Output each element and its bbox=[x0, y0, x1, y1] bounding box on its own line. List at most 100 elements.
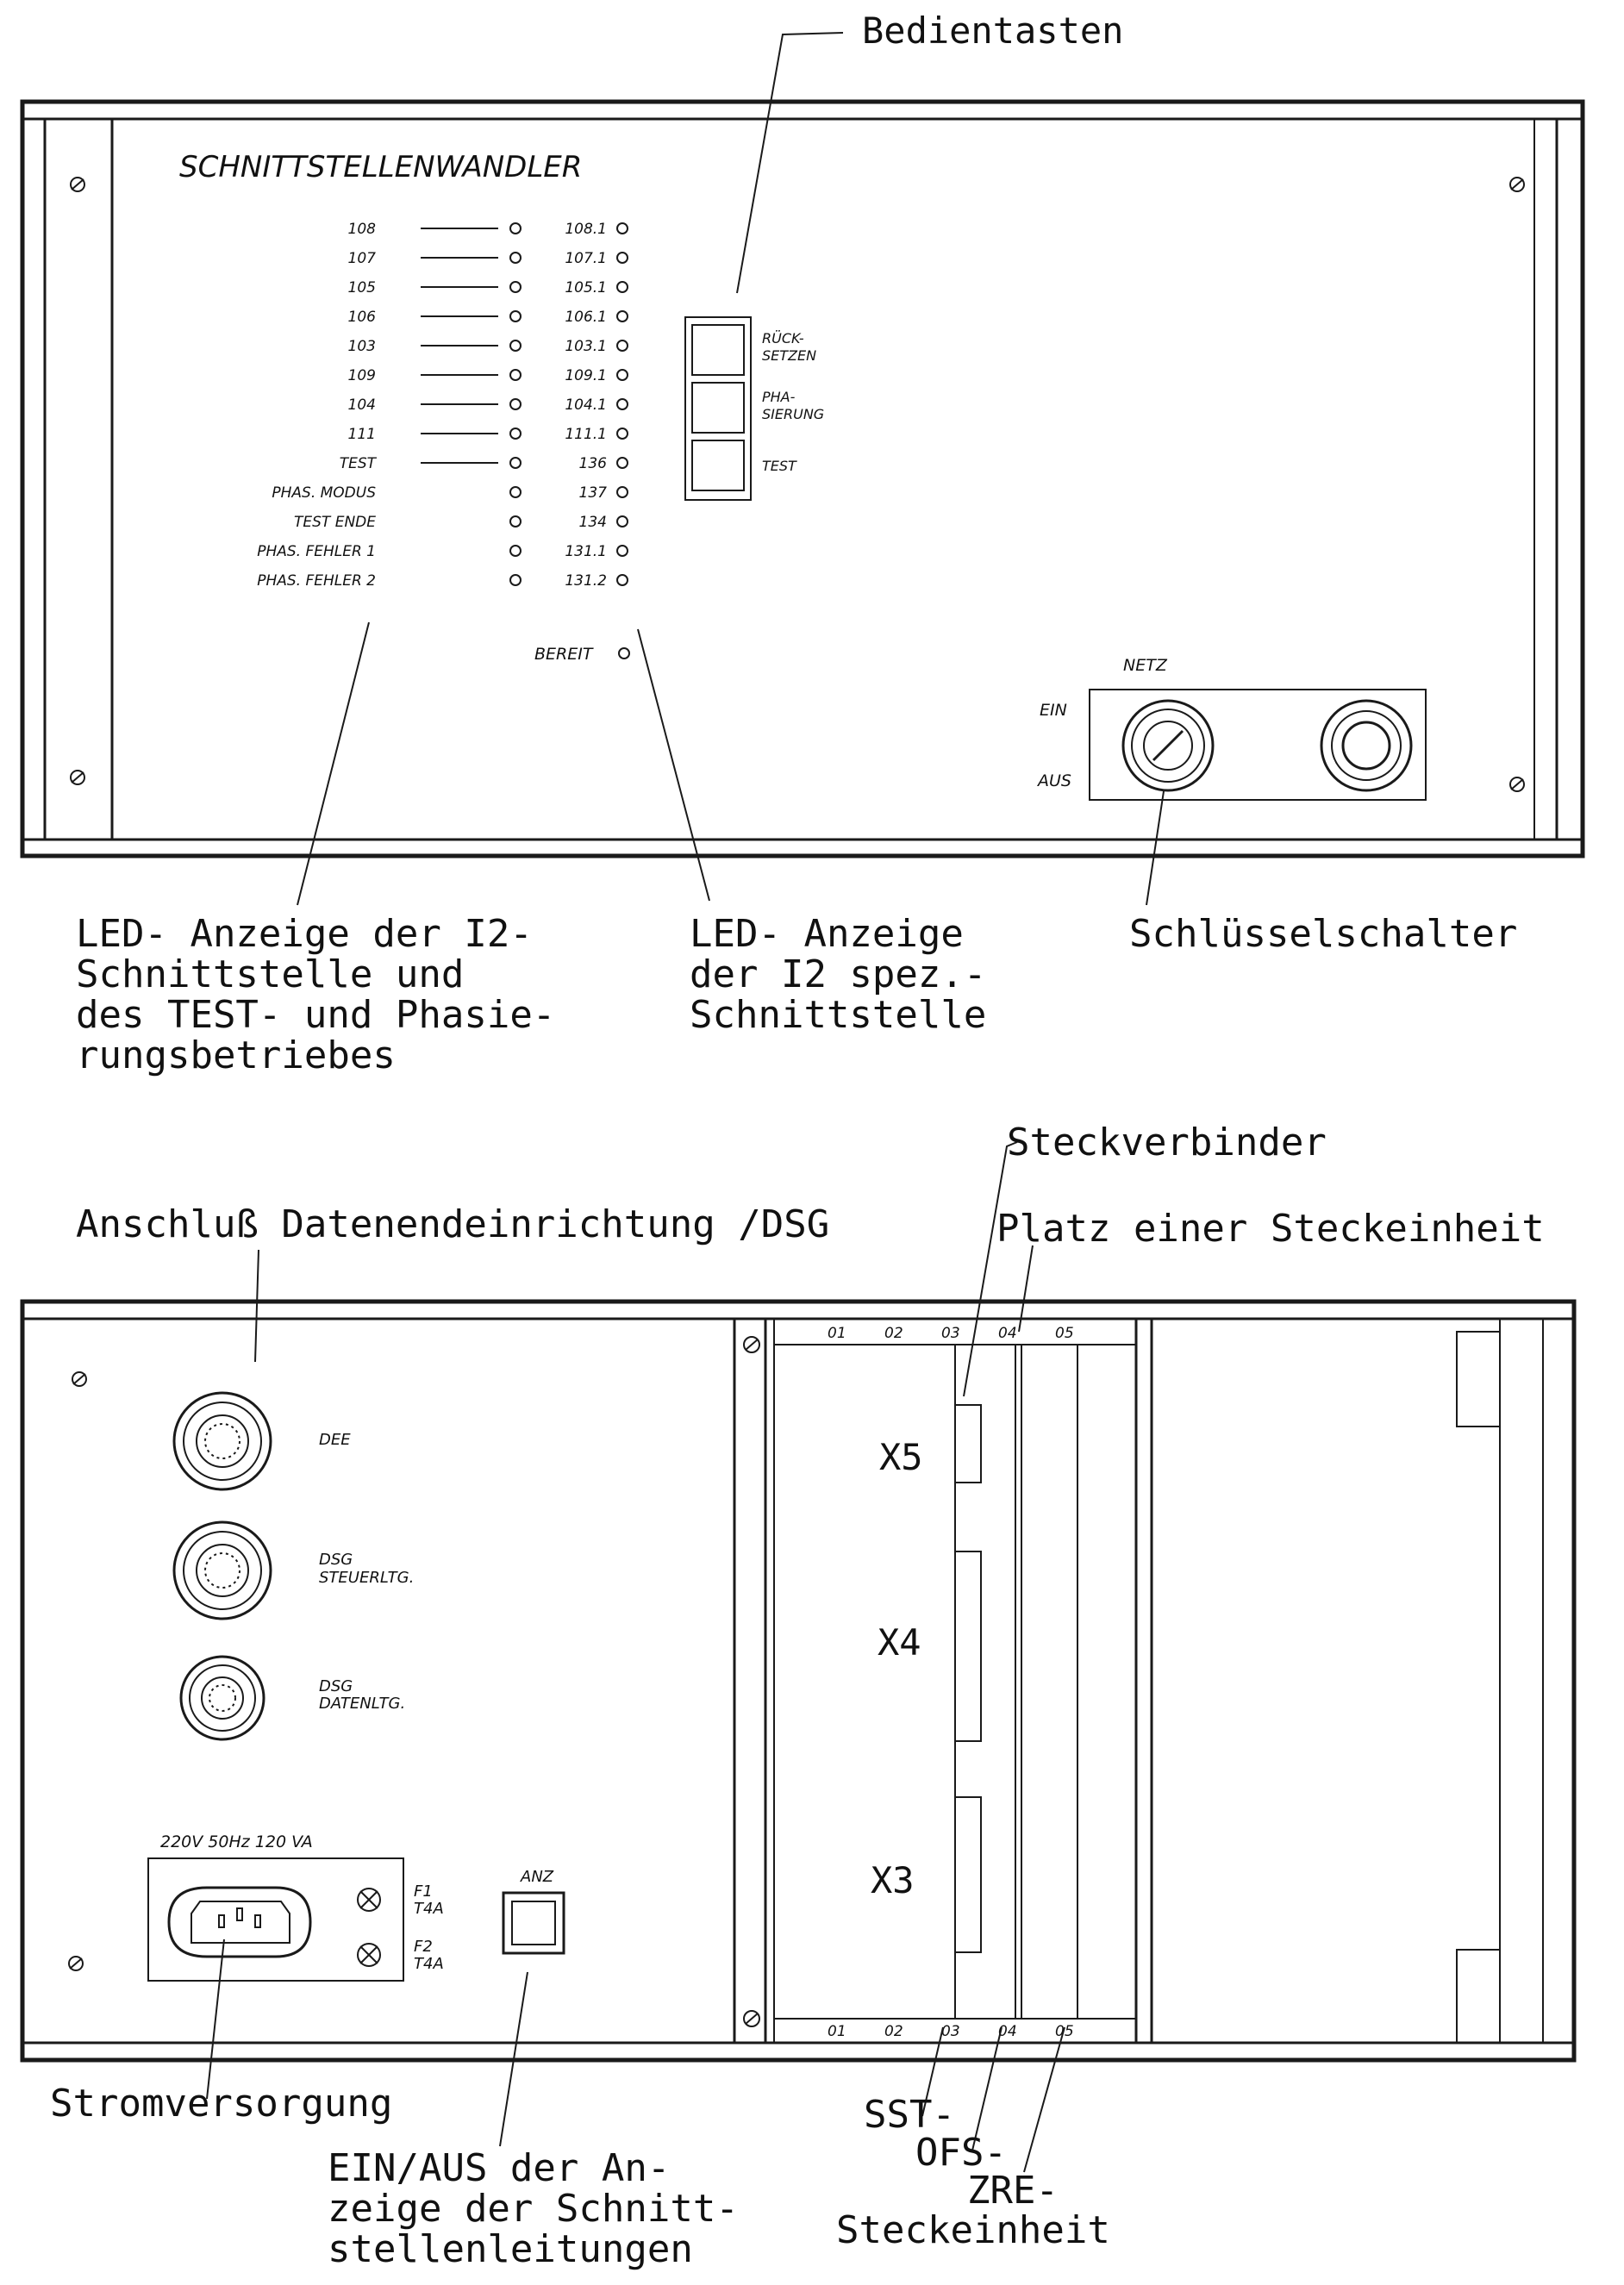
button-label: SETZEN bbox=[762, 347, 816, 364]
led-label-left: PHAS. FEHLER 2 bbox=[257, 572, 376, 590]
reset-button[interactable] bbox=[691, 324, 745, 376]
led-label-left: 103 bbox=[348, 338, 376, 355]
callout-ofs: OFS- bbox=[915, 2131, 1007, 2175]
led-icon bbox=[616, 340, 628, 352]
anz-button[interactable] bbox=[502, 1891, 565, 1955]
led-label-left: 108 bbox=[348, 221, 377, 238]
button-label: TEST bbox=[762, 458, 797, 474]
svg-text:LED- Anzeige: LED- Anzeige bbox=[690, 912, 964, 956]
connector-x3-label: X3 bbox=[871, 1859, 915, 1901]
led-icon bbox=[616, 252, 628, 264]
screw-icon bbox=[743, 1336, 760, 1353]
dsg-steuer-connector-icon[interactable] bbox=[172, 1520, 272, 1620]
front-leader-lines bbox=[297, 32, 1165, 906]
button-labels: RÜCK-SETZEN PHA-SIERUNG TEST bbox=[762, 330, 824, 474]
led-label-right: 136 bbox=[579, 455, 608, 472]
slot-label-bottom: 01 bbox=[828, 2023, 846, 2040]
svg-text:DATENLTG.: DATENLTG. bbox=[319, 1695, 405, 1713]
phasing-button[interactable] bbox=[691, 382, 745, 434]
power-plate bbox=[147, 1857, 404, 1982]
button-label: PHA- bbox=[762, 389, 796, 405]
screw-icon bbox=[743, 2010, 760, 2027]
aus-label: AUS bbox=[1036, 771, 1071, 790]
connector-x4-label: X4 bbox=[878, 1621, 921, 1664]
fuse-f2-label: F2 bbox=[414, 1938, 433, 1956]
dee-connector-icon[interactable] bbox=[172, 1391, 272, 1491]
led-icon bbox=[509, 486, 522, 498]
slot-label-top: 03 bbox=[941, 1325, 960, 1342]
callout-steckeinheit: Steckeinheit bbox=[836, 2208, 1110, 2252]
slot-label-top: 04 bbox=[998, 1325, 1017, 1342]
slot-label-bottom: 02 bbox=[884, 2023, 903, 2040]
led-icon bbox=[509, 252, 522, 264]
svg-text:der I2 spez.-: der I2 spez.- bbox=[690, 952, 986, 996]
screw-icon bbox=[70, 177, 85, 192]
callout-led-i2-spez: LED- Anzeige der I2 spez.- Schnittstelle bbox=[690, 912, 986, 1037]
callout-zre: ZRE- bbox=[967, 2169, 1059, 2213]
led-icon bbox=[616, 515, 628, 528]
led-label-left: 105 bbox=[348, 279, 376, 297]
led-icon bbox=[509, 369, 522, 381]
led-label-right: 106.1 bbox=[565, 309, 607, 326]
svg-text:des TEST- und Phasie-: des TEST- und Phasie- bbox=[76, 993, 555, 1037]
connector-x4 bbox=[954, 1551, 982, 1742]
led-label-left: TEST bbox=[340, 455, 378, 472]
fuse-f1-icon[interactable] bbox=[357, 1888, 381, 1912]
callout-schluesselschalter: Schlüsselschalter bbox=[1129, 912, 1517, 956]
led-icon bbox=[616, 281, 628, 293]
slot-label-top: 05 bbox=[1055, 1325, 1074, 1342]
led-label-right: 111.1 bbox=[565, 426, 607, 443]
screw-icon bbox=[70, 770, 85, 785]
led-label-left: 107 bbox=[348, 250, 377, 267]
led-label-right: 107.1 bbox=[565, 250, 607, 267]
led-label-left: 106 bbox=[348, 309, 377, 326]
svg-text:zeige der Schnitt-: zeige der Schnitt- bbox=[328, 2187, 739, 2231]
led-icon bbox=[509, 574, 522, 586]
led-label-right: 108.1 bbox=[565, 221, 607, 238]
svg-text:Schnittstelle und: Schnittstelle und bbox=[76, 952, 464, 996]
netz-label: NETZ bbox=[1123, 656, 1168, 675]
led-icon bbox=[616, 369, 628, 381]
led-icon bbox=[509, 515, 522, 528]
callout-steckverbinder: Steckverbinder bbox=[1007, 1121, 1327, 1164]
led-icon bbox=[616, 428, 628, 440]
callout-ein-aus: EIN/AUS der An- zeige der Schnitt- stell… bbox=[328, 2146, 739, 2271]
led-label-left: TEST ENDE bbox=[294, 514, 376, 531]
led-icon bbox=[509, 310, 522, 322]
led-icon bbox=[509, 222, 522, 234]
svg-text:EIN/AUS der An-: EIN/AUS der An- bbox=[328, 2146, 670, 2190]
connector-x5 bbox=[954, 1404, 982, 1483]
power-inlet-icon[interactable] bbox=[167, 1886, 312, 1958]
dsg-daten-connector-icon[interactable] bbox=[179, 1655, 265, 1741]
led-icon bbox=[616, 398, 628, 410]
button-label: RÜCK- bbox=[762, 330, 804, 346]
led-label-right: 104.1 bbox=[565, 396, 607, 414]
led-icon bbox=[616, 486, 628, 498]
slot-label-top: 02 bbox=[884, 1325, 903, 1342]
led-label-right: 131.2 bbox=[565, 572, 607, 590]
led-label-left: PHAS. FEHLER 1 bbox=[257, 543, 376, 560]
svg-text:Schnittstelle: Schnittstelle bbox=[690, 993, 986, 1037]
led-label-right: 109.1 bbox=[565, 367, 607, 384]
led-icon bbox=[616, 574, 628, 586]
slot-label-bottom: 04 bbox=[998, 2023, 1017, 2040]
led-icon bbox=[616, 310, 628, 322]
screw-icon bbox=[1509, 777, 1525, 792]
callout-anschluss: Anschluß Datenendeinrichtung /DSG bbox=[76, 1202, 829, 1246]
test-button[interactable] bbox=[691, 440, 745, 491]
dee-label: DEE bbox=[319, 1431, 351, 1449]
key-switch[interactable] bbox=[1121, 699, 1215, 792]
led-icon bbox=[509, 398, 522, 410]
fuse-f2-icon[interactable] bbox=[357, 1943, 381, 1967]
bereit-label: BEREIT bbox=[534, 645, 594, 664]
svg-text:stellenleitungen: stellenleitungen bbox=[328, 2227, 693, 2271]
led-icon bbox=[509, 281, 522, 293]
led-label-right: 105.1 bbox=[565, 279, 607, 297]
rear-leader-lines bbox=[206, 1141, 1065, 2173]
button-label: SIERUNG bbox=[762, 406, 824, 422]
connector-x5-label: X5 bbox=[879, 1436, 923, 1478]
led-label-left: 111 bbox=[348, 426, 376, 443]
